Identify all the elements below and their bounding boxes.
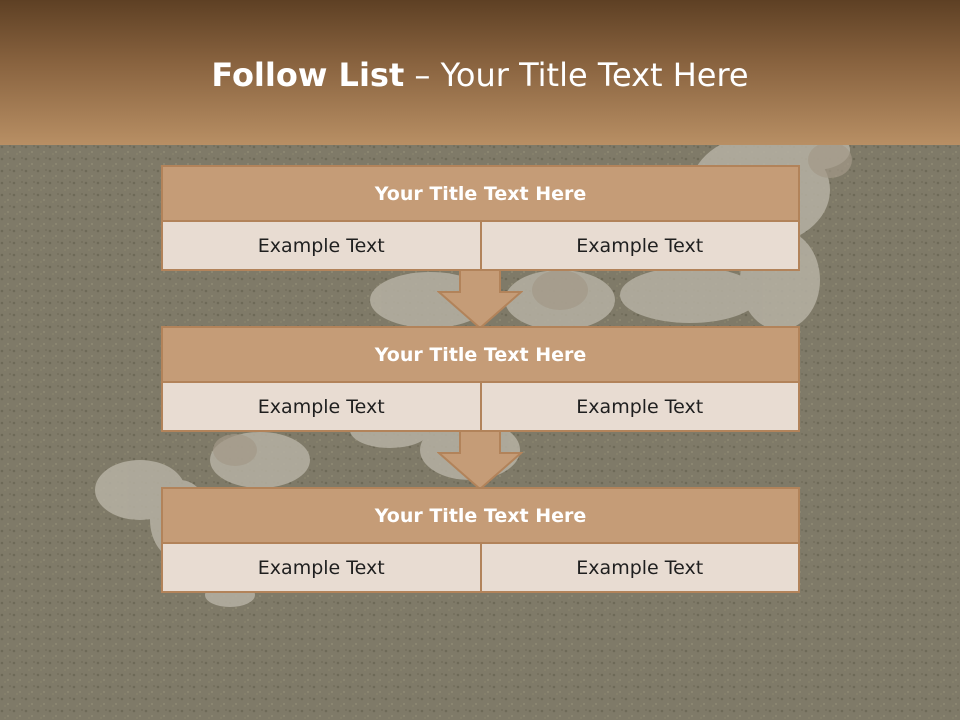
- block-row: Example Text Example Text: [161, 544, 800, 593]
- block-cell: Example Text: [161, 544, 482, 593]
- slide-title-rest: – Your Title Text Here: [404, 56, 749, 94]
- block-cell: Example Text: [161, 222, 482, 271]
- block-title: Your Title Text Here: [161, 165, 800, 222]
- block-title: Your Title Text Here: [161, 487, 800, 544]
- down-arrow-icon: [437, 270, 523, 330]
- block-cell: Example Text: [481, 383, 800, 432]
- header-band: [0, 0, 960, 145]
- block-title: Your Title Text Here: [161, 326, 800, 383]
- block-row: Example Text Example Text: [161, 383, 800, 432]
- list-block: Your Title Text Here Example Text Exampl…: [161, 487, 800, 593]
- slide-title: Follow List – Your Title Text Here: [0, 52, 960, 98]
- list-block: Your Title Text Here Example Text Exampl…: [161, 326, 800, 432]
- block-cell: Example Text: [161, 383, 482, 432]
- block-row: Example Text Example Text: [161, 222, 800, 271]
- down-arrow-icon: [437, 431, 523, 491]
- slide-title-bold: Follow List: [211, 56, 405, 94]
- block-cell: Example Text: [481, 544, 800, 593]
- list-block: Your Title Text Here Example Text Exampl…: [161, 165, 800, 271]
- block-cell: Example Text: [481, 222, 800, 271]
